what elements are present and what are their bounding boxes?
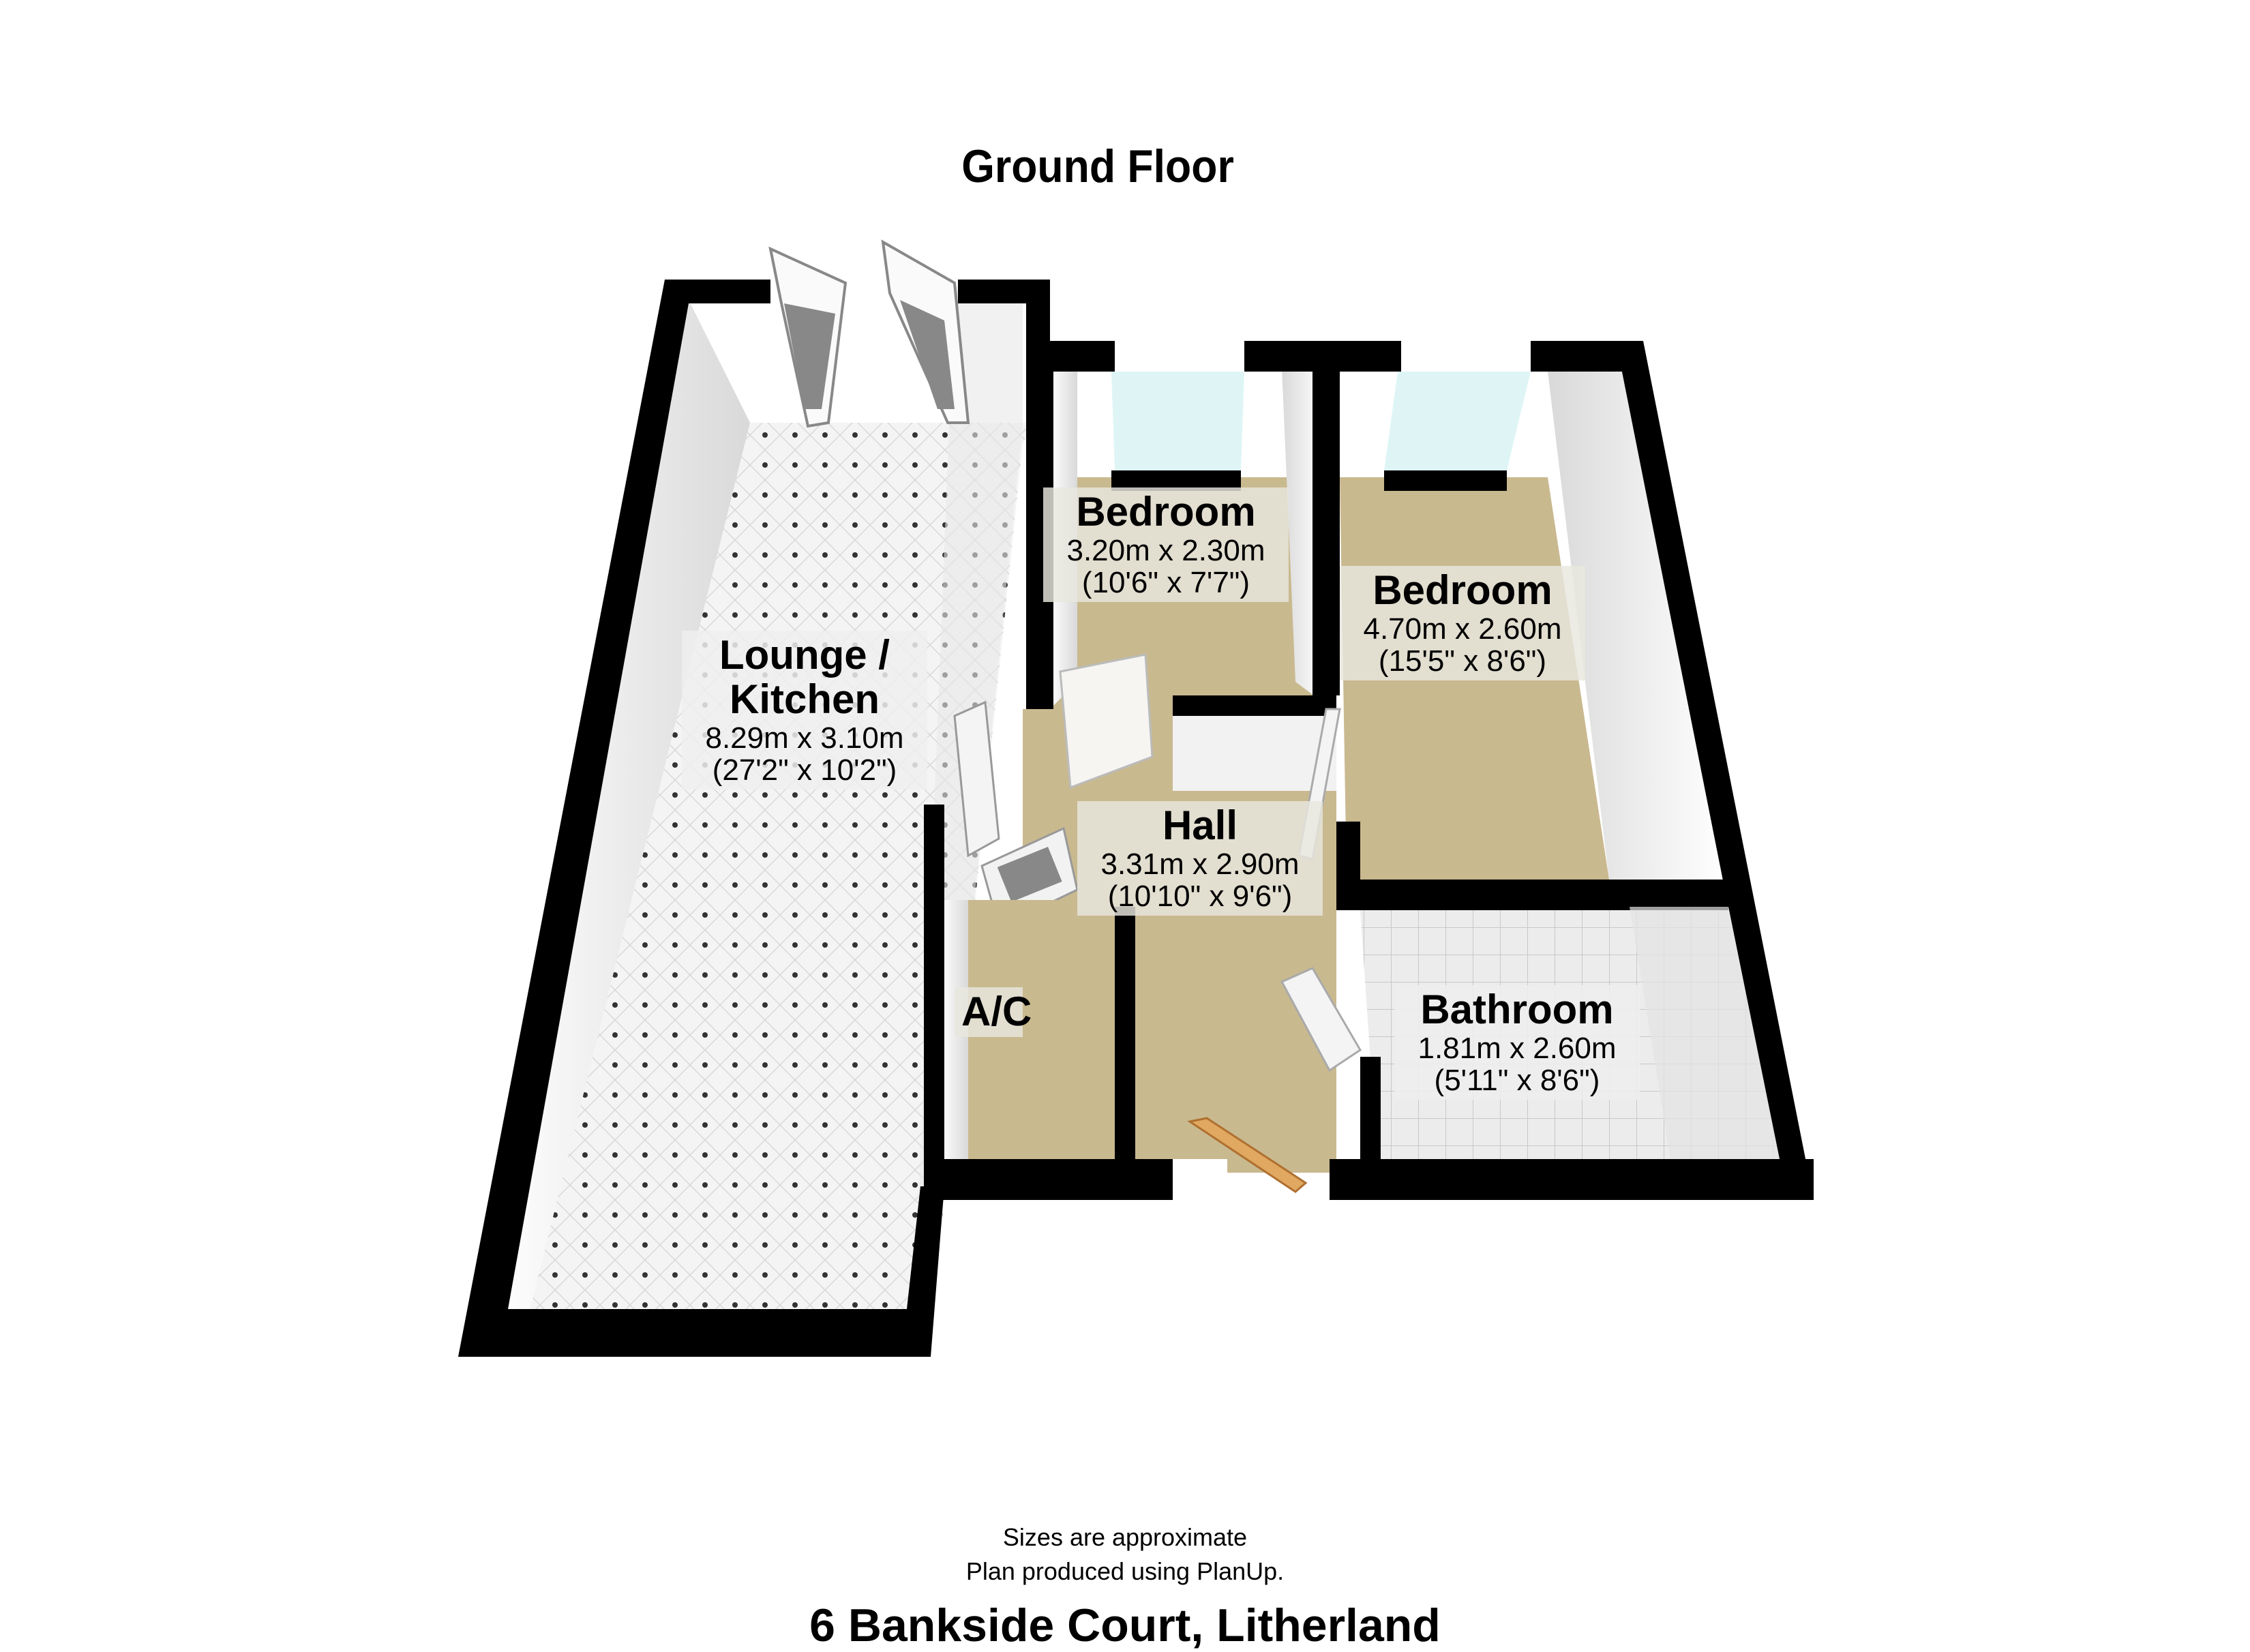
- sizes-note: Sizes are approximate: [1002, 1523, 1248, 1551]
- label-bedroom-2: Bedroom 4.70m x 2.60m (15'5" x 8'6"): [1340, 566, 1585, 680]
- room-ac: [924, 805, 1115, 1186]
- property-address: 6 Bankside Court, Litherland: [809, 1600, 1441, 1651]
- label-bedroom-1: Bedroom 3.20m x 2.30m (10'6" x 7'7"): [1043, 487, 1289, 602]
- french-doors-icon: [768, 239, 970, 428]
- footer-note: Sizes are approximate Plan produced usin…: [0, 1520, 2250, 1589]
- label-bathroom: Bathroom 1.81m x 2.60m (5'11" x 8'6"): [1394, 985, 1640, 1100]
- door-bathroom-icon: [1280, 967, 1362, 1072]
- door-bedroom-1-icon: [1059, 653, 1154, 790]
- floor-title: Ground Floor: [961, 140, 1234, 192]
- door-lounge-icon: [953, 700, 1000, 858]
- label-ac: A/C: [955, 987, 1032, 1037]
- label-hall: Hall 3.31m x 2.90m (10'10" x 9'6"): [1077, 801, 1323, 916]
- label-lounge-kitchen: Lounge / Kitchen 8.29m x 3.10m (27'2" x …: [682, 631, 927, 790]
- planup-credit: Plan produced using PlanUp.: [965, 1557, 1285, 1586]
